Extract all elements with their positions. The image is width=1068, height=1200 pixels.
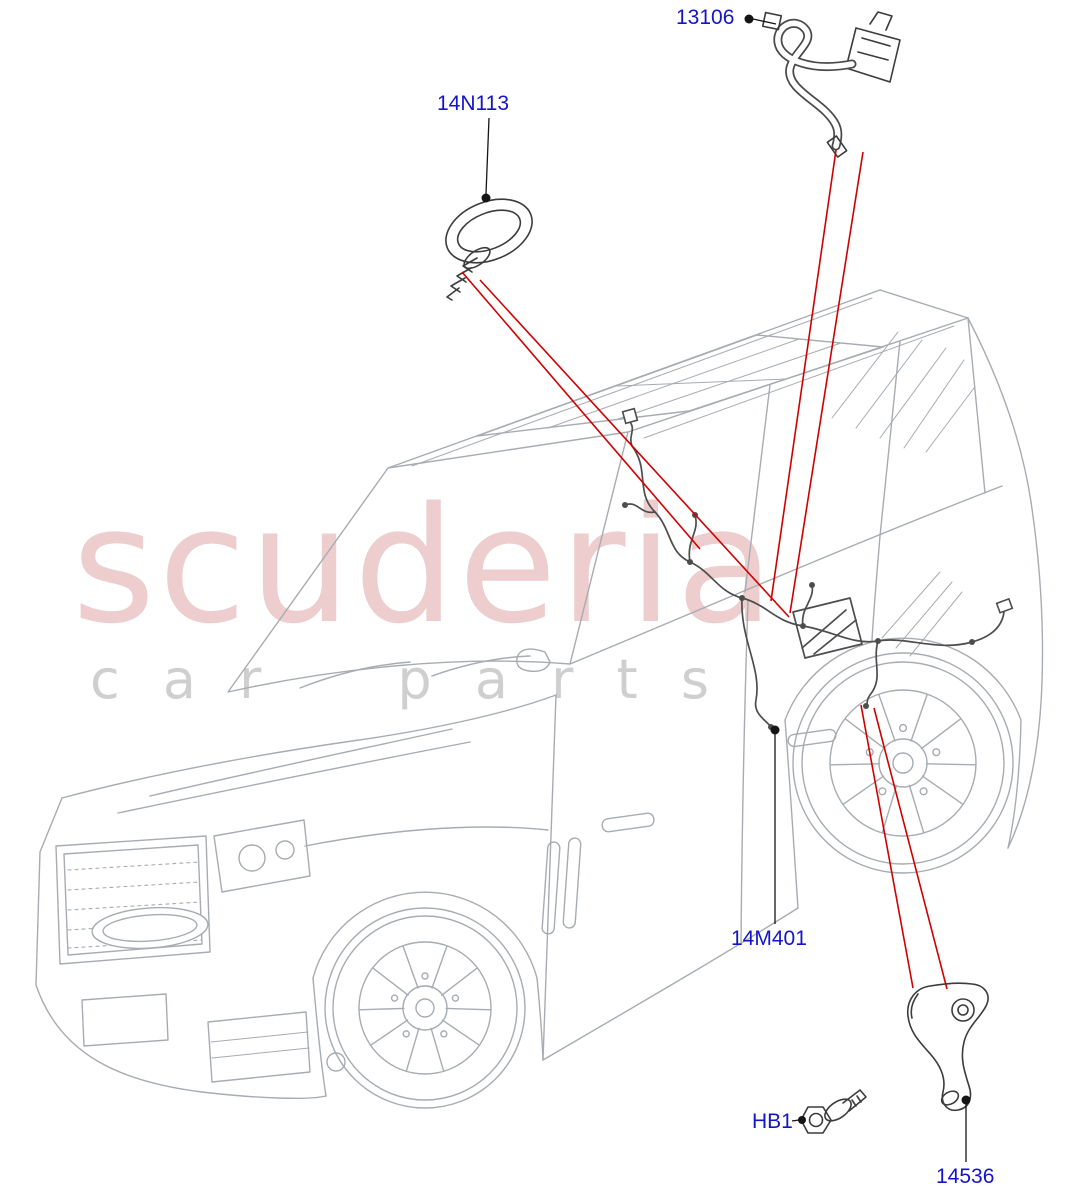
callout-dot <box>770 725 780 735</box>
part-label-14n113[interactable]: 14N113 <box>437 92 510 115</box>
callout-dot <box>961 1095 971 1105</box>
wiring-harness <box>621 407 1014 730</box>
black-leader-lines <box>481 14 971 1162</box>
part-label-13106[interactable]: 13106 <box>676 6 735 29</box>
front-wheel <box>324 907 526 1109</box>
callout-dot <box>798 1116 806 1124</box>
part-clip-14n113 <box>445 198 533 301</box>
part-bolt-hb1 <box>800 1089 867 1134</box>
part-bracket-14536 <box>906 982 989 1112</box>
red-leader-lines <box>461 149 948 990</box>
vehicle-outline <box>35 289 1044 1109</box>
part-label-14536[interactable]: 14536 <box>936 1165 995 1188</box>
callout-dot <box>744 14 754 24</box>
part-cable-13106 <box>761 11 901 158</box>
part-label-hb1[interactable]: HB1 <box>752 1110 793 1133</box>
rear-wheel <box>792 652 1014 874</box>
callout-dot <box>481 193 491 203</box>
part-label-14m401[interactable]: 14M401 <box>731 927 807 950</box>
